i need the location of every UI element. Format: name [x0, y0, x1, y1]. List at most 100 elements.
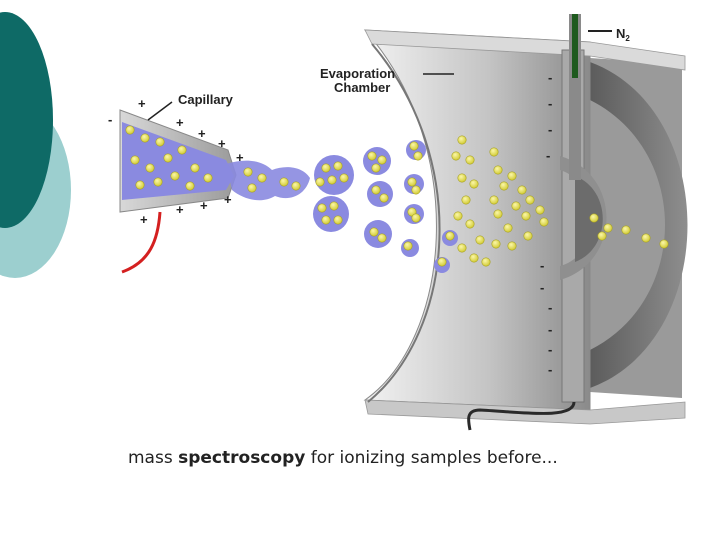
molecule-dot	[597, 231, 607, 241]
negative-charges: -----------	[108, 70, 552, 377]
minus-sign: -	[548, 342, 552, 357]
molecule-dot	[291, 181, 301, 191]
gas-tube-inner	[572, 14, 578, 78]
molecule-dot	[481, 257, 491, 267]
molecule-dot	[170, 171, 180, 181]
molecule-dot	[407, 177, 417, 187]
molecule-dot	[329, 201, 339, 211]
molecule-dot	[377, 233, 387, 243]
molecule-dot	[371, 185, 381, 195]
plus-sign: +	[176, 202, 184, 217]
chamber-rim-face	[590, 62, 688, 388]
molecule-dot	[177, 145, 187, 155]
molecule-dot	[503, 223, 513, 233]
molecule-dot	[621, 225, 631, 235]
molecule-dot	[603, 223, 613, 233]
orifice-opening	[575, 176, 603, 262]
molecule-dot	[437, 257, 447, 267]
minus-sign: -	[548, 362, 552, 377]
molecule-dot	[327, 175, 337, 185]
caption-keyword: spectroscopy	[178, 448, 306, 468]
molecule-dot	[377, 155, 387, 165]
chamber-inner-edge	[367, 43, 441, 403]
molecule-dot	[469, 179, 479, 189]
molecule-dot	[333, 161, 343, 171]
molecule-dot	[461, 195, 471, 205]
chamber-label-line1: Evaporation	[320, 66, 395, 81]
molecule-dot	[185, 181, 195, 191]
molecule-dot	[257, 173, 267, 183]
molecule-dot	[369, 227, 379, 237]
molecule-dot	[279, 177, 289, 187]
molecule-dot	[535, 205, 545, 215]
evaporation-chamber	[363, 29, 688, 425]
molecule-dot	[525, 195, 535, 205]
plus-sign: +	[224, 192, 232, 207]
capillary-label: Capillary	[178, 92, 234, 107]
plus-sign: +	[198, 126, 206, 141]
molecule-dot	[457, 243, 467, 253]
slide-caption: mass spectroscopy for ionizing samples b…	[128, 448, 558, 468]
orifice-dome	[560, 156, 607, 280]
molecule-dot	[489, 195, 499, 205]
molecule-dot	[333, 215, 343, 225]
ground-wire	[467, 401, 576, 431]
analyte-molecules	[125, 125, 669, 267]
droplet-cluster-4	[367, 181, 393, 207]
molecule-dot	[659, 239, 669, 249]
minus-sign: -	[540, 280, 544, 295]
molecule-dot	[403, 241, 413, 251]
positive-charges: +++++++++	[138, 96, 244, 227]
n2-label: N2	[616, 26, 630, 43]
droplet-cluster-1	[314, 155, 354, 195]
molecule-dot	[511, 201, 521, 211]
molecule-dot	[130, 155, 140, 165]
molecule-dot	[469, 253, 479, 263]
molecule-dot	[321, 163, 331, 173]
molecule-dot	[521, 211, 531, 221]
plus-sign: +	[218, 136, 226, 151]
capillary-leader-line	[147, 101, 173, 121]
molecule-dot	[489, 147, 499, 157]
molecule-dot	[339, 173, 349, 183]
plus-sign: +	[200, 198, 208, 213]
molecule-dot	[371, 163, 381, 173]
chamber-wall	[363, 29, 591, 411]
minus-sign: -	[548, 96, 552, 111]
molecule-dot	[523, 231, 533, 241]
molecule-dot	[465, 155, 475, 165]
molecule-dot	[140, 133, 150, 143]
molecule-dot	[411, 185, 421, 195]
n2-gas-inlet: N2	[569, 14, 630, 180]
minus-sign: -	[546, 148, 550, 163]
high-voltage-wire	[121, 211, 162, 274]
molecule-dot	[321, 215, 331, 225]
droplet-cluster-2	[313, 196, 349, 232]
molecule-dot	[465, 219, 475, 229]
molecule-dot	[499, 181, 509, 191]
caption-suffix: for ionizing samples before...	[305, 448, 558, 468]
molecule-dot	[315, 177, 325, 187]
molecule-dot	[411, 213, 421, 223]
chamber-label-group: Evaporation Chamber	[320, 66, 454, 95]
molecule-dot	[379, 193, 389, 203]
slide-decoration	[0, 12, 71, 278]
molecule-dot	[641, 233, 651, 243]
plus-sign: +	[236, 150, 244, 165]
molecule-dot	[190, 163, 200, 173]
molecule-dot	[125, 125, 135, 135]
caption-prefix: mass	[128, 448, 179, 468]
minus-sign: -	[548, 70, 552, 85]
electrospray-ionization-diagram: N2 +++++++++ ----------- Capillary Evapo…	[108, 14, 688, 431]
molecule-dot	[493, 165, 503, 175]
molecule-dot	[453, 211, 463, 221]
molecule-dot	[445, 231, 455, 241]
molecule-dot	[153, 177, 163, 187]
taylor-cone-plume	[226, 160, 310, 201]
molecule-dot	[507, 241, 517, 251]
molecule-dot	[413, 151, 423, 161]
molecule-dot	[145, 163, 155, 173]
molecule-dot	[493, 209, 503, 219]
plus-sign: +	[176, 115, 184, 130]
molecule-dot	[247, 183, 257, 193]
